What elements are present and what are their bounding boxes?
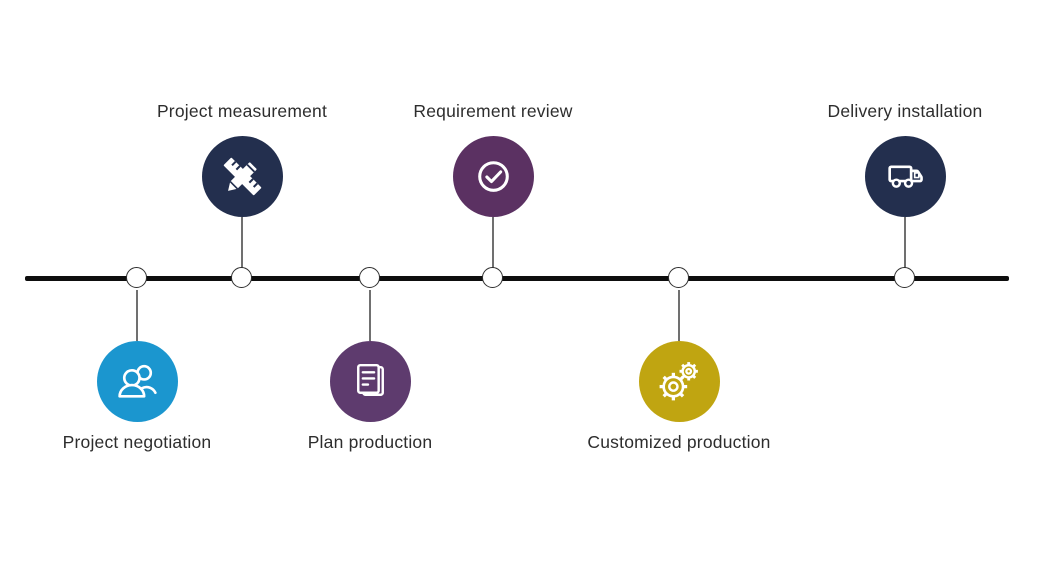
connector-line [136,290,138,341]
step-label: Project negotiation [62,432,212,452]
timeline-node-dot [482,267,503,288]
connector-line [492,217,494,268]
timeline-node-dot [668,267,689,288]
check-circle-icon [477,161,509,192]
ruler-pencil-icon [223,157,261,196]
step-bubble [864,136,946,217]
step-label: Delivery installation [827,101,983,121]
step-bubble [329,341,411,422]
timeline-step-4: Requirement review [373,0,613,561]
step-label: Project measurement [156,101,328,121]
connector-line [369,290,371,341]
truck-icon [887,165,923,188]
step-bubble [452,136,534,217]
step-bubble [638,341,720,422]
step-label: Customized production [587,432,771,452]
connector-line [241,217,243,268]
timeline-step-5: Customized production [559,0,799,561]
step-label: Plan production [307,432,433,452]
documents-icon [356,363,384,396]
timeline-node-dot [359,267,380,288]
timeline-line [25,276,1009,281]
icon-slot [218,152,267,201]
step-label: Requirement review [413,101,573,121]
timeline-step-1: Project negotiation [17,0,257,561]
step-bubble [201,136,283,217]
connector-line [678,290,680,341]
timeline-step-3: Plan production [250,0,490,561]
icon-slot [346,357,395,406]
icon-slot [881,152,930,201]
icon-slot [469,152,518,201]
timeline-node-dot [126,267,147,288]
timeline-step-6: Delivery installation [785,0,1025,561]
connector-line [904,217,906,268]
timeline-step-2: Project measurement [122,0,362,561]
timeline-node-dot [231,267,252,288]
icon-slot [655,357,704,406]
step-bubble [96,341,178,422]
timeline-node-dot [894,267,915,288]
icon-slot [113,357,162,406]
users-icon [117,364,157,398]
gears-icon [659,362,698,401]
